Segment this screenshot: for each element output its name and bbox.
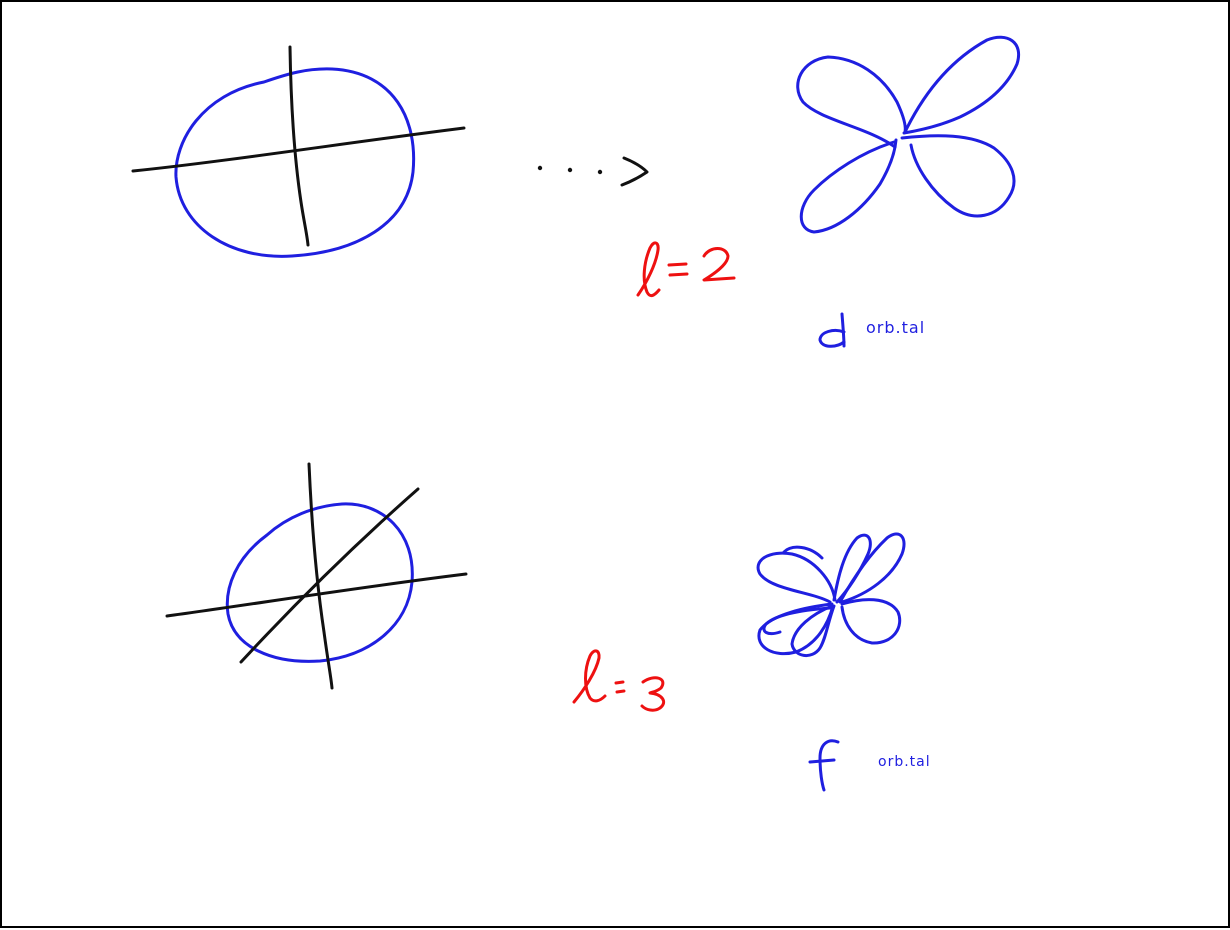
- lobe-upper-right: [904, 37, 1019, 133]
- f-orbital-word: orb.tal: [878, 754, 931, 770]
- f-lobe-top-left: [758, 553, 835, 602]
- axis-vertical-bottom: [309, 464, 332, 688]
- lobe-lower-right: [902, 136, 1014, 216]
- equals-sign-top: =: [672, 264, 673, 265]
- l-script-top: [638, 243, 659, 296]
- d-orbital-shape: [798, 37, 1019, 232]
- l-script-bottom: [574, 651, 605, 702]
- d-letter-stem: [842, 314, 844, 346]
- f-orbital-word-text: orb.tal: [878, 754, 931, 770]
- d-orbital-word-text: orb.tal: [866, 318, 925, 337]
- f-orbital-shape: [758, 534, 904, 656]
- lobe-upper-left: [798, 57, 906, 147]
- equals-bottom: [616, 682, 624, 692]
- arrow-dot: [538, 166, 542, 170]
- quantum-label-l3-strokes: [574, 651, 664, 710]
- f-letter-crossbar: [810, 760, 834, 762]
- digit-2: [704, 249, 734, 281]
- f-letter-stem: [820, 741, 838, 790]
- dotted-arrow: [538, 158, 647, 185]
- lobe-lower-left: [801, 140, 896, 232]
- equals-top: [669, 264, 687, 275]
- f-lobe-bottom-center: [792, 606, 834, 656]
- f-letter-strokes: [810, 741, 838, 790]
- quantum-label-l2-strokes: [638, 243, 734, 296]
- d-letter-strokes: [820, 314, 844, 346]
- arrow-head: [622, 158, 647, 185]
- axis-diagonal-bottom: [241, 489, 418, 662]
- axis-vertical-top: [290, 47, 308, 245]
- arrow-dot: [598, 170, 602, 174]
- d-letter-bowl: [820, 330, 844, 346]
- sphere-sketch-top: [133, 47, 464, 256]
- arrow-dot: [568, 168, 572, 172]
- l-value-3: 3: [648, 684, 649, 685]
- digit-3: [642, 678, 664, 710]
- l-value-2: 2: [710, 264, 711, 265]
- f-lobe-bottom-right: [842, 600, 900, 643]
- equals-sign-bottom: =: [616, 684, 617, 685]
- f-lobe-top-right: [840, 534, 904, 602]
- sphere-sketch-bottom: [167, 464, 466, 688]
- d-letter: d: [814, 310, 815, 311]
- d-orbital-word: orb.tal: [866, 318, 925, 337]
